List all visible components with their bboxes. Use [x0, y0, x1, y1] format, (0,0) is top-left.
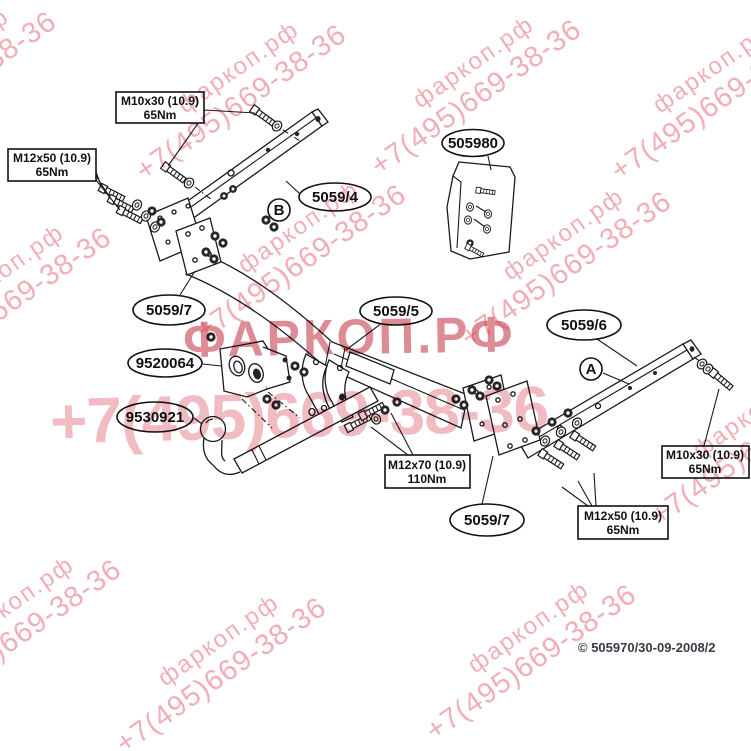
main-beam-drawing: [185, 249, 469, 429]
bracket-right-label: 5059/7: [464, 512, 510, 529]
crossbar-label: 5059/4: [312, 189, 359, 206]
m12-left-line2: 65Nm: [36, 165, 69, 179]
ball-arm-drawing: [199, 386, 379, 476]
callout-socket-plate: 9520064: [127, 348, 203, 378]
leader-lines: [95, 109, 720, 507]
bracket-left-drawing: [145, 197, 222, 276]
hardware-bag-drawing: [446, 161, 516, 260]
callout-box-m12-bottom: M12x50 (10.9) 65Nm: [577, 505, 669, 540]
side-member-label: 5059/6: [561, 317, 607, 334]
marker-b: B: [267, 198, 291, 222]
m12-bottom-line2: 65Nm: [607, 523, 640, 537]
callout-bracket-left: 5059/7: [132, 294, 206, 326]
m12x70-line2: 110Nm: [408, 472, 447, 486]
callout-ball-arm: 9530921: [116, 401, 194, 433]
m10-right-line1: M10x30 (10.9): [666, 448, 744, 462]
ball-arm-label: 9530921: [126, 409, 184, 426]
callout-box-m12x70: M12x70 (10.9) 110Nm: [384, 454, 471, 489]
m12-bottom-line1: M12x50 (10.9): [584, 509, 662, 523]
m10-top-line1: M10x30 (10.9): [121, 94, 199, 108]
callout-bracket-right: 5059/7: [449, 503, 525, 537]
callout-hardware-bag: 505980: [441, 128, 505, 158]
m12-left-line1: M12x50 (10.9): [13, 151, 91, 165]
callout-box-m12-left: M12x50 (10.9) 65Nm: [7, 148, 97, 182]
bracket-left-label: 5059/7: [146, 302, 192, 319]
socket-plate-drawing: [219, 340, 301, 429]
callout-box-m10-right: M10x30 (10.9) 65Nm: [661, 445, 750, 479]
callout-side-member: 5059/6: [546, 309, 622, 341]
marker-a-label: A: [586, 361, 597, 378]
copyright-text: © 505970/30-09-2008/2: [578, 640, 716, 655]
callout-box-m10-top: M10x30 (10.9) 65Nm: [115, 91, 205, 124]
callout-crossbar: 5059/4: [298, 182, 372, 212]
fasteners-drawing: [97, 104, 735, 471]
m10-top-line2: 65Nm: [144, 108, 177, 122]
m12x70-line1: M12x70 (10.9): [388, 458, 466, 472]
marker-b-label: B: [274, 202, 285, 219]
callout-main-beam: 5059/5: [359, 296, 433, 326]
socket-plate-label: 9520064: [136, 355, 195, 372]
marker-a: A: [579, 357, 603, 381]
m10-right-line2: 65Nm: [689, 462, 722, 476]
hardware-bag-label: 505980: [448, 135, 498, 152]
main-beam-label: 5059/5: [373, 303, 419, 320]
